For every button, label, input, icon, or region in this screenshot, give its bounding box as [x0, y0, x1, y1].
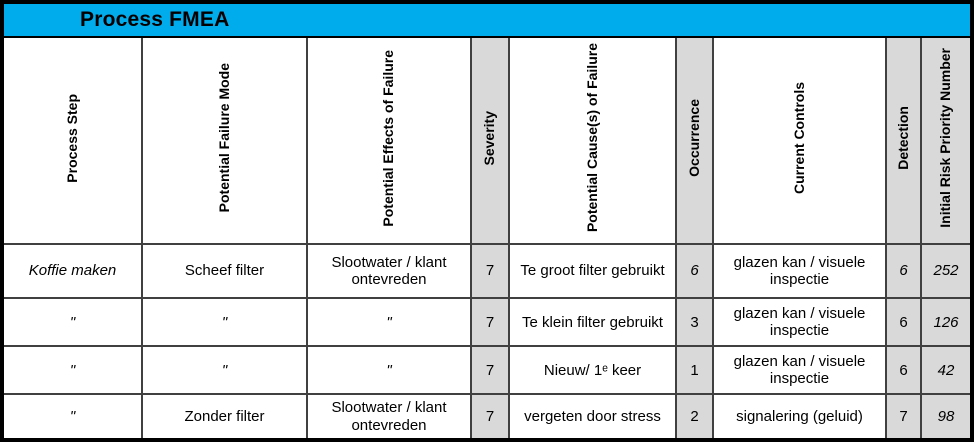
cell-severity: 7	[470, 345, 510, 396]
cell-occurrence: 3	[675, 297, 714, 348]
cell-process-step: "	[4, 393, 143, 438]
cell-occurrence: 6	[675, 242, 714, 300]
cell-process-step: "	[4, 345, 143, 396]
cell-failure-mode: Zonder filter	[141, 393, 308, 438]
cell-detection: 6	[885, 297, 922, 348]
cell-cause: Te klein filter gebruikt	[508, 297, 677, 348]
column-header-label: Severity	[481, 110, 498, 166]
column-header-potential-failure-mode: Potential Failure Mode	[141, 38, 308, 245]
cell-effects: Slootwater / klant ontevreden	[306, 393, 472, 438]
cell-controls: signalering (geluid)	[712, 393, 887, 438]
cell-controls: glazen kan / visuele inspectie	[712, 345, 887, 396]
column-header-process-step: Process Step	[4, 38, 143, 245]
column-header-label: Potential Effects of Failure	[380, 49, 397, 227]
cell-detection: 6	[885, 345, 922, 396]
column-header-severity: Severity	[470, 38, 510, 245]
cell-occurrence: 1	[675, 345, 714, 396]
cell-cause: Nieuw/ 1ᵉ keer	[508, 345, 677, 396]
column-header-label: Occurrence	[685, 99, 702, 177]
cell-severity: 7	[470, 242, 510, 300]
column-header-occurrence: Occurrence	[675, 38, 714, 245]
cell-rpn: 126	[920, 297, 970, 348]
cell-detection: 6	[885, 242, 922, 300]
cell-cause: vergeten door stress	[508, 393, 677, 438]
table-row: Koffie maken Scheef filter Slootwater / …	[4, 242, 970, 300]
cell-effects: Slootwater / klant ontevreden	[306, 242, 472, 300]
cell-cause: Te groot filter gebruikt	[508, 242, 677, 300]
cell-effects: "	[306, 297, 472, 348]
table-row: " Zonder filter Slootwater / klant ontev…	[4, 393, 970, 438]
fmea-table: Process Step Potential Failure Mode Pote…	[4, 38, 970, 438]
column-header-label: Potential Cause(s) of Failure	[583, 43, 600, 233]
header-row: Process Step Potential Failure Mode Pote…	[4, 38, 970, 245]
cell-rpn: 42	[920, 345, 970, 396]
column-header-label: Potential Failure Mode	[215, 63, 232, 213]
cell-occurrence: 2	[675, 393, 714, 438]
cell-controls: glazen kan / visuele inspectie	[712, 297, 887, 348]
cell-failure-mode: Scheef filter	[141, 242, 308, 300]
column-header-current-controls: Current Controls	[712, 38, 887, 245]
cell-failure-mode: "	[141, 345, 308, 396]
cell-controls: glazen kan / visuele inspectie	[712, 242, 887, 300]
cell-rpn: 252	[920, 242, 970, 300]
column-header-label: Initial Risk Priority Number	[937, 48, 954, 228]
cell-failure-mode: "	[141, 297, 308, 348]
column-header-label: Process Step	[63, 93, 80, 183]
cell-rpn: 98	[920, 393, 970, 438]
cell-detection: 7	[885, 393, 922, 438]
column-header-label: Current Controls	[790, 82, 807, 194]
title-bar: Process FMEA	[4, 4, 970, 38]
table-row: " " " 7 Nieuw/ 1ᵉ keer 1 glazen kan / vi…	[4, 345, 970, 396]
column-header-initial-rpn: Initial Risk Priority Number	[920, 38, 970, 245]
table-row: " " " 7 Te klein filter gebruikt 3 glaze…	[4, 297, 970, 348]
cell-severity: 7	[470, 297, 510, 348]
cell-severity: 7	[470, 393, 510, 438]
cell-process-step: Koffie maken	[4, 242, 143, 300]
column-header-label: Detection	[894, 106, 911, 170]
page-title: Process FMEA	[80, 8, 230, 31]
column-header-potential-effects-of-failure: Potential Effects of Failure	[306, 38, 472, 245]
cell-effects: "	[306, 345, 472, 396]
cell-process-step: "	[4, 297, 143, 348]
column-header-potential-causes-of-failure: Potential Cause(s) of Failure	[508, 38, 677, 245]
column-header-detection: Detection	[885, 38, 922, 245]
